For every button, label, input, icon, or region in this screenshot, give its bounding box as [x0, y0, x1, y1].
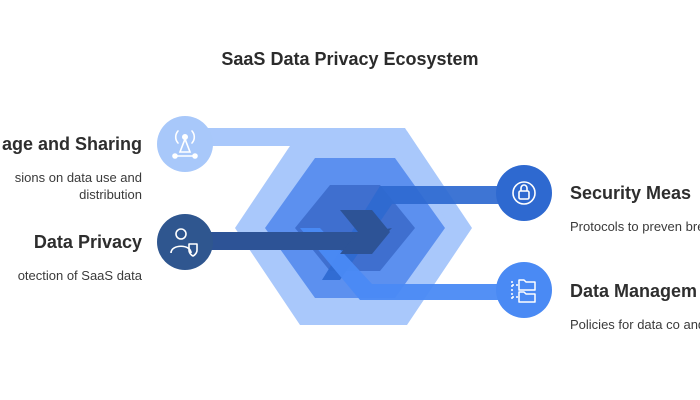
- security-connector: [322, 172, 520, 280]
- security-description: Protocols to preven breaches: [570, 218, 700, 235]
- privacy-circle: [157, 214, 213, 270]
- management-description-line-1: Policies for data co: [570, 317, 680, 332]
- management-description-line-2: and storage: [683, 317, 700, 332]
- management-connector: [300, 228, 520, 300]
- usage-heading: age and Sharing: [1, 134, 142, 154]
- security-description-line-1: Protocols to preven: [570, 219, 683, 234]
- usage-circle: [157, 116, 213, 172]
- privacy-connector: [185, 228, 392, 250]
- privacy-description: otection of SaaS data: [18, 267, 142, 284]
- privacy-heading: Data Privacy: [33, 232, 142, 252]
- antenna-share-icon: [172, 130, 198, 159]
- core-arrow: [340, 210, 390, 254]
- security-circle: [496, 165, 552, 221]
- security-heading: Security Meas: [570, 183, 692, 203]
- management-heading: Data Managem: [570, 281, 698, 301]
- user-shield-icon: [170, 228, 198, 257]
- folder-tree-icon: [511, 279, 536, 303]
- management-description: Policies for data co and storage: [570, 316, 700, 333]
- usage-connector: [185, 128, 470, 228]
- usage-description-line-2: distribution: [79, 187, 142, 202]
- security-description-line-2: breaches: [685, 219, 700, 234]
- usage-description: sions on data use and distribution: [15, 169, 142, 203]
- privacy-description-line-1: otection of SaaS data: [17, 268, 142, 283]
- diagram-title: SaaS Data Privacy Ecosystem: [221, 49, 479, 69]
- usage-description-line-1: sions on data use and: [14, 170, 142, 185]
- lock-icon: [512, 181, 536, 205]
